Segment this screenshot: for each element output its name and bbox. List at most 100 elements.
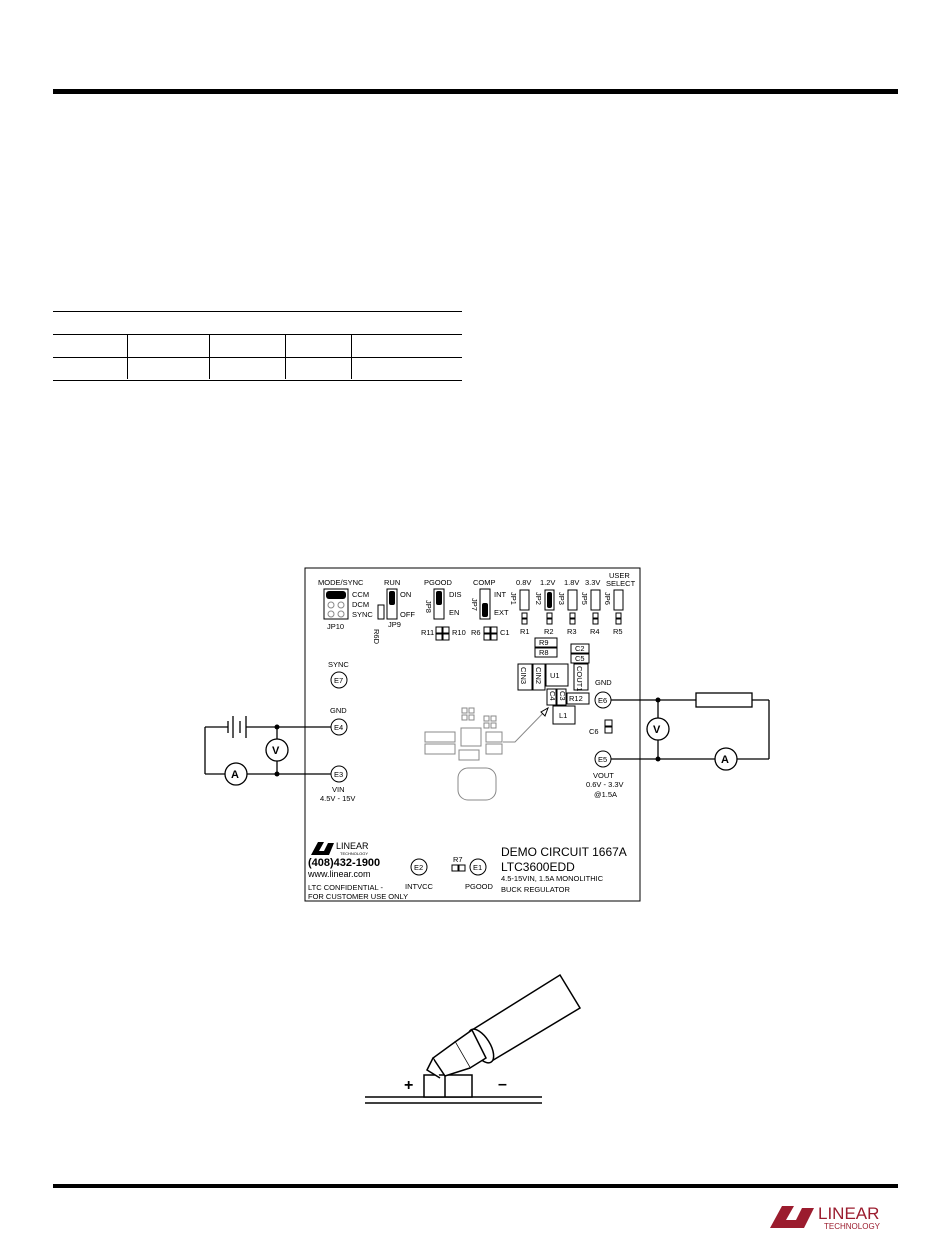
- output-ammeter: [714, 747, 738, 771]
- r3-label: R3: [567, 627, 577, 636]
- e7-label: E7: [334, 676, 343, 685]
- confidential-line-1: LTC CONFIDENTIAL -: [308, 883, 384, 892]
- linear-logo-icon: [770, 1206, 814, 1228]
- r12-label: R12: [569, 694, 583, 703]
- load-resistor: [695, 692, 753, 708]
- r4-label: R4: [590, 627, 600, 636]
- jp3-label: JP3: [557, 592, 566, 605]
- scope-probe-illustration: [365, 973, 582, 1104]
- board-logo-sub: TECHNOLOGY: [340, 851, 368, 856]
- jp9-label: JP9: [388, 620, 401, 629]
- r1-label: R1: [520, 627, 530, 636]
- v33-label: 3.3V: [585, 578, 600, 587]
- output-ammeter-label: A: [721, 754, 729, 766]
- c5-label: C5: [575, 654, 585, 663]
- r6d-label: R6D: [372, 629, 381, 645]
- e5-label: E5: [598, 755, 607, 764]
- vin-range-label: 4.5V - 15V: [320, 794, 355, 803]
- input-ammeter: [224, 762, 248, 786]
- footer-logo-main: LINEAR: [818, 1204, 879, 1223]
- run-on-label: ON: [400, 590, 411, 599]
- intvcc-label: INTVCC: [405, 882, 434, 891]
- vout-label: VOUT: [593, 771, 614, 780]
- c3-label: C3: [558, 691, 567, 701]
- vout-current-label: @1.5A: [594, 790, 617, 799]
- pgood-en-label: EN: [449, 608, 459, 617]
- cout1-label: COUT1: [575, 666, 584, 691]
- confidential-line-2: FOR CUSTOMER USE ONLY: [308, 892, 408, 901]
- u1-label: U1: [550, 671, 560, 680]
- e2-label: E2: [414, 863, 423, 872]
- footer-logo: LINEAR TECHNOLOGY: [770, 1204, 881, 1231]
- c6-label: C6: [589, 727, 599, 736]
- sync-label: SYNC: [328, 660, 349, 669]
- r8-label: R8: [539, 648, 549, 657]
- cin3-label: CIN3: [519, 667, 528, 684]
- pgood-pin-label: PGOOD: [465, 882, 494, 891]
- c1-label: C1: [500, 628, 510, 637]
- description-line-2: BUCK REGULATOR: [501, 885, 570, 894]
- comp-label: COMP: [473, 578, 496, 587]
- r7-label: R7: [453, 855, 463, 864]
- e6-label: E6: [598, 696, 607, 705]
- r6-label: R6: [471, 628, 481, 637]
- output-voltmeter-label: V: [653, 724, 661, 736]
- v12-label: 1.2V: [540, 578, 555, 587]
- website: www.linear.com: [307, 869, 371, 879]
- mode-sync-opt-label: SYNC: [352, 610, 373, 619]
- vin-label: VIN: [332, 785, 345, 794]
- mode-dcm-label: DCM: [352, 600, 369, 609]
- e1-label: E1: [473, 863, 482, 872]
- header-rule: [53, 89, 898, 94]
- r11-label: R11: [421, 628, 434, 637]
- jp8-label: JP8: [424, 600, 433, 613]
- r2-label: R2: [544, 627, 554, 636]
- comp-int-label: INT: [494, 590, 507, 599]
- e3-label: E3: [334, 770, 343, 779]
- jp5-label: JP5: [580, 592, 589, 605]
- gnd-right-label: GND: [595, 678, 612, 687]
- run-label: RUN: [384, 578, 400, 587]
- comp-ext-label: EXT: [494, 608, 509, 617]
- phone-number: (408)432-1900: [308, 857, 380, 869]
- r10-label: R10: [452, 628, 466, 637]
- linear-logo-icon: [311, 842, 334, 855]
- jp1-label: JP1: [509, 592, 518, 605]
- v08-label: 0.8V: [516, 578, 531, 587]
- r5-label: R5: [613, 627, 623, 636]
- cin2-label: CIN2: [534, 667, 543, 684]
- v18-label: 1.8V: [564, 578, 579, 587]
- output-voltmeter: [646, 717, 670, 741]
- gnd-left-label: GND: [330, 706, 347, 715]
- c2-label: C2: [575, 644, 585, 653]
- input-voltmeter-label: V: [272, 745, 280, 757]
- probe-minus-label: –: [498, 1076, 507, 1093]
- vout-range-label: 0.6V - 3.3V: [586, 780, 624, 789]
- run-off-label: OFF: [400, 610, 415, 619]
- board-outline: [304, 567, 641, 902]
- input-ammeter-label: A: [231, 769, 239, 781]
- l1-label: L1: [559, 711, 567, 720]
- e4-label: E4: [334, 723, 343, 732]
- jp10-label: JP10: [327, 622, 344, 631]
- jp7-label: JP7: [470, 598, 479, 611]
- r9-label: R9: [539, 638, 549, 647]
- jp2-label: JP2: [534, 592, 543, 605]
- board-logo-main: LINEAR: [336, 841, 369, 851]
- footer-rule: [53, 1184, 898, 1188]
- input-voltmeter: [265, 738, 289, 762]
- pgood-dis-label: DIS: [449, 590, 462, 599]
- mode-ccm-label: CCM: [352, 590, 369, 599]
- probe-plus-label: +: [404, 1077, 413, 1094]
- select-label: SELECT: [606, 579, 636, 588]
- user-label: USER: [609, 571, 630, 580]
- pgood-jumper-label: PGOOD: [424, 578, 453, 587]
- footer-logo-sub: TECHNOLOGY: [824, 1222, 881, 1231]
- c4-label: C4: [548, 691, 557, 701]
- jp6-label: JP6: [603, 592, 612, 605]
- description-line-1: 4.5-15VIN, 1.5A MONOLITHIC: [501, 874, 604, 883]
- part-number: LTC3600EDD: [501, 860, 575, 874]
- demo-circuit-title: DEMO CIRCUIT 1667A: [501, 845, 627, 859]
- mode-sync-label: MODE/SYNC: [318, 578, 364, 587]
